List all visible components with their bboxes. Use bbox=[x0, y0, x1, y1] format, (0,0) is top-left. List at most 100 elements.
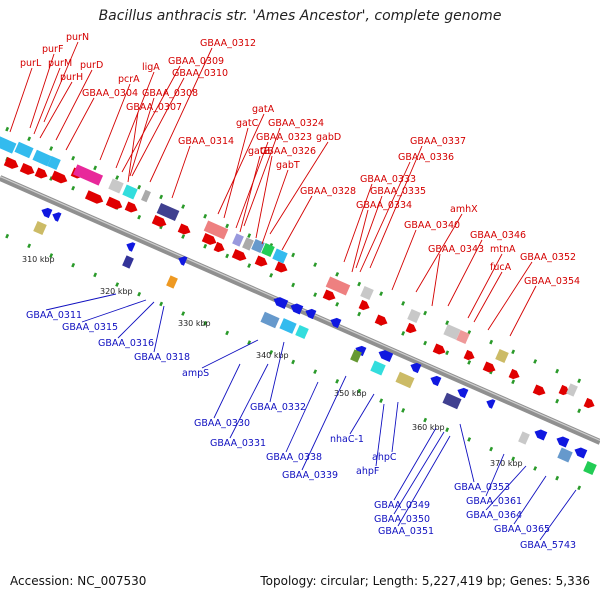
guide-dash-bottom bbox=[313, 369, 318, 374]
forward-gene bbox=[508, 368, 520, 380]
label-leader-line bbox=[153, 305, 165, 353]
label-leader-line bbox=[255, 155, 273, 239]
label-leader-line bbox=[391, 229, 417, 291]
forward-gene-arrow bbox=[463, 349, 475, 361]
guide-dash-bottom bbox=[27, 243, 32, 249]
reverse-gene-arrow bbox=[534, 429, 548, 441]
reverse-gene bbox=[126, 242, 136, 252]
gene-label-GBAA_0353: GBAA_0353 bbox=[454, 482, 510, 493]
reverse-gene-arrow bbox=[378, 350, 394, 362]
label-leader-line bbox=[239, 155, 261, 233]
guide-dash-top bbox=[577, 378, 582, 384]
label-leader-line bbox=[539, 489, 577, 541]
label-leader-line bbox=[201, 339, 259, 369]
guide-dash-bottom bbox=[511, 456, 516, 462]
gene-label-GBAA_0333: GBAA_0333 bbox=[360, 174, 416, 185]
kbp-tick-label: 370 kbp bbox=[490, 459, 523, 468]
guide-dash-top-inner bbox=[555, 398, 560, 404]
label-leader-line bbox=[127, 111, 139, 183]
gene-label-GBAA_0308: GBAA_0308 bbox=[142, 88, 198, 99]
gene-box bbox=[350, 349, 362, 363]
label-leader-line bbox=[459, 423, 475, 483]
forward-gene bbox=[3, 157, 19, 169]
gene-label-GBAA_0354: GBAA_0354 bbox=[524, 276, 580, 287]
label-leader-line bbox=[431, 253, 441, 307]
guide-dash-top-inner bbox=[313, 292, 318, 297]
forward-gene bbox=[583, 397, 595, 409]
label-leader-line bbox=[375, 403, 385, 467]
reverse-gene bbox=[457, 387, 469, 399]
kbp-tick-label: 340 kbp bbox=[256, 351, 289, 360]
label-leader-line bbox=[171, 145, 191, 199]
forward-gene bbox=[322, 289, 336, 301]
forward-gene-arrow bbox=[322, 289, 336, 301]
label-leader-line bbox=[223, 127, 249, 219]
gene-label-GBAA_0339: GBAA_0339 bbox=[282, 470, 338, 481]
forward-gene-arrow bbox=[213, 241, 225, 253]
gene-box bbox=[279, 318, 297, 334]
label-leader-line bbox=[243, 127, 281, 227]
guide-dash-top-inner bbox=[401, 331, 406, 336]
guide-dash-top bbox=[225, 223, 230, 229]
gene-label-purH: purH bbox=[60, 72, 83, 83]
label-leader-line bbox=[55, 69, 93, 141]
gene-label-GBAA_5743: GBAA_5743 bbox=[520, 540, 576, 551]
guide-dash-top bbox=[313, 262, 318, 267]
gene-label-GBAA_0330: GBAA_0330 bbox=[194, 418, 250, 429]
guide-dash-top bbox=[401, 301, 406, 306]
label-leader-line bbox=[393, 431, 445, 515]
gene-label-GBAA_0318: GBAA_0318 bbox=[134, 352, 190, 363]
guide-dash-top-inner bbox=[225, 253, 230, 259]
guide-dash-bottom bbox=[555, 475, 560, 481]
gene-label-purF: purF bbox=[42, 44, 63, 55]
guide-dash-bottom bbox=[577, 485, 582, 491]
label-leader-line bbox=[467, 253, 503, 319]
gene-box bbox=[166, 275, 178, 289]
label-leader-line bbox=[129, 97, 155, 177]
label-leader-line bbox=[349, 393, 375, 435]
guide-dash-bottom bbox=[489, 446, 494, 452]
gene-box bbox=[141, 189, 151, 203]
guide-dash-bottom bbox=[49, 253, 54, 258]
gene-label-GBAA_0336: GBAA_0336 bbox=[398, 152, 454, 163]
kbp-tick-label: 310 kbp bbox=[22, 255, 55, 264]
gene-label-gatC: gatC bbox=[236, 118, 259, 129]
forward-gene bbox=[231, 249, 247, 261]
forward-gene bbox=[432, 343, 446, 355]
guide-dash-bottom bbox=[247, 340, 252, 345]
reverse-gene-arrow bbox=[178, 256, 188, 266]
forward-gene bbox=[19, 163, 35, 175]
guide-dash-bottom bbox=[533, 466, 538, 471]
gene-label-gatB: gatB bbox=[248, 146, 270, 157]
guide-dash-top-inner bbox=[445, 350, 450, 356]
gene-box bbox=[442, 392, 462, 410]
label-leader-line bbox=[33, 67, 61, 135]
accession-text: Accession: NC_007530 bbox=[10, 574, 147, 588]
guide-dash-bottom bbox=[401, 408, 406, 413]
guide-dash-bottom bbox=[357, 388, 362, 394]
forward-gene bbox=[358, 299, 370, 311]
label-leader-line bbox=[65, 97, 95, 151]
forward-gene-arrow bbox=[34, 167, 48, 179]
gene-label-amhX: amhX bbox=[450, 204, 478, 215]
gene-label-GBAA_0316: GBAA_0316 bbox=[98, 338, 154, 349]
guide-dash-top bbox=[137, 184, 142, 190]
forward-gene-arrow bbox=[177, 223, 191, 235]
reverse-gene-arrow bbox=[52, 212, 62, 222]
gene-label-gabD: gabD bbox=[316, 132, 341, 143]
gene-label-GBAA_0343: GBAA_0343 bbox=[428, 244, 484, 255]
guide-dash-top bbox=[5, 126, 10, 132]
gene-label-GBAA_0315: GBAA_0315 bbox=[62, 322, 118, 333]
label-leader-line bbox=[393, 427, 437, 501]
gene-box bbox=[260, 311, 280, 329]
guide-dash-top bbox=[445, 320, 450, 326]
label-leader-line bbox=[301, 375, 347, 471]
label-leader-line bbox=[269, 141, 329, 235]
topology-text: Topology: circular; Length: 5,227,419 bp… bbox=[260, 574, 590, 588]
label-leader-line bbox=[391, 401, 399, 453]
guide-dash-top bbox=[247, 233, 252, 238]
forward-gene bbox=[201, 233, 217, 245]
label-leader-line bbox=[213, 363, 241, 419]
forward-gene-arrow bbox=[19, 163, 35, 175]
